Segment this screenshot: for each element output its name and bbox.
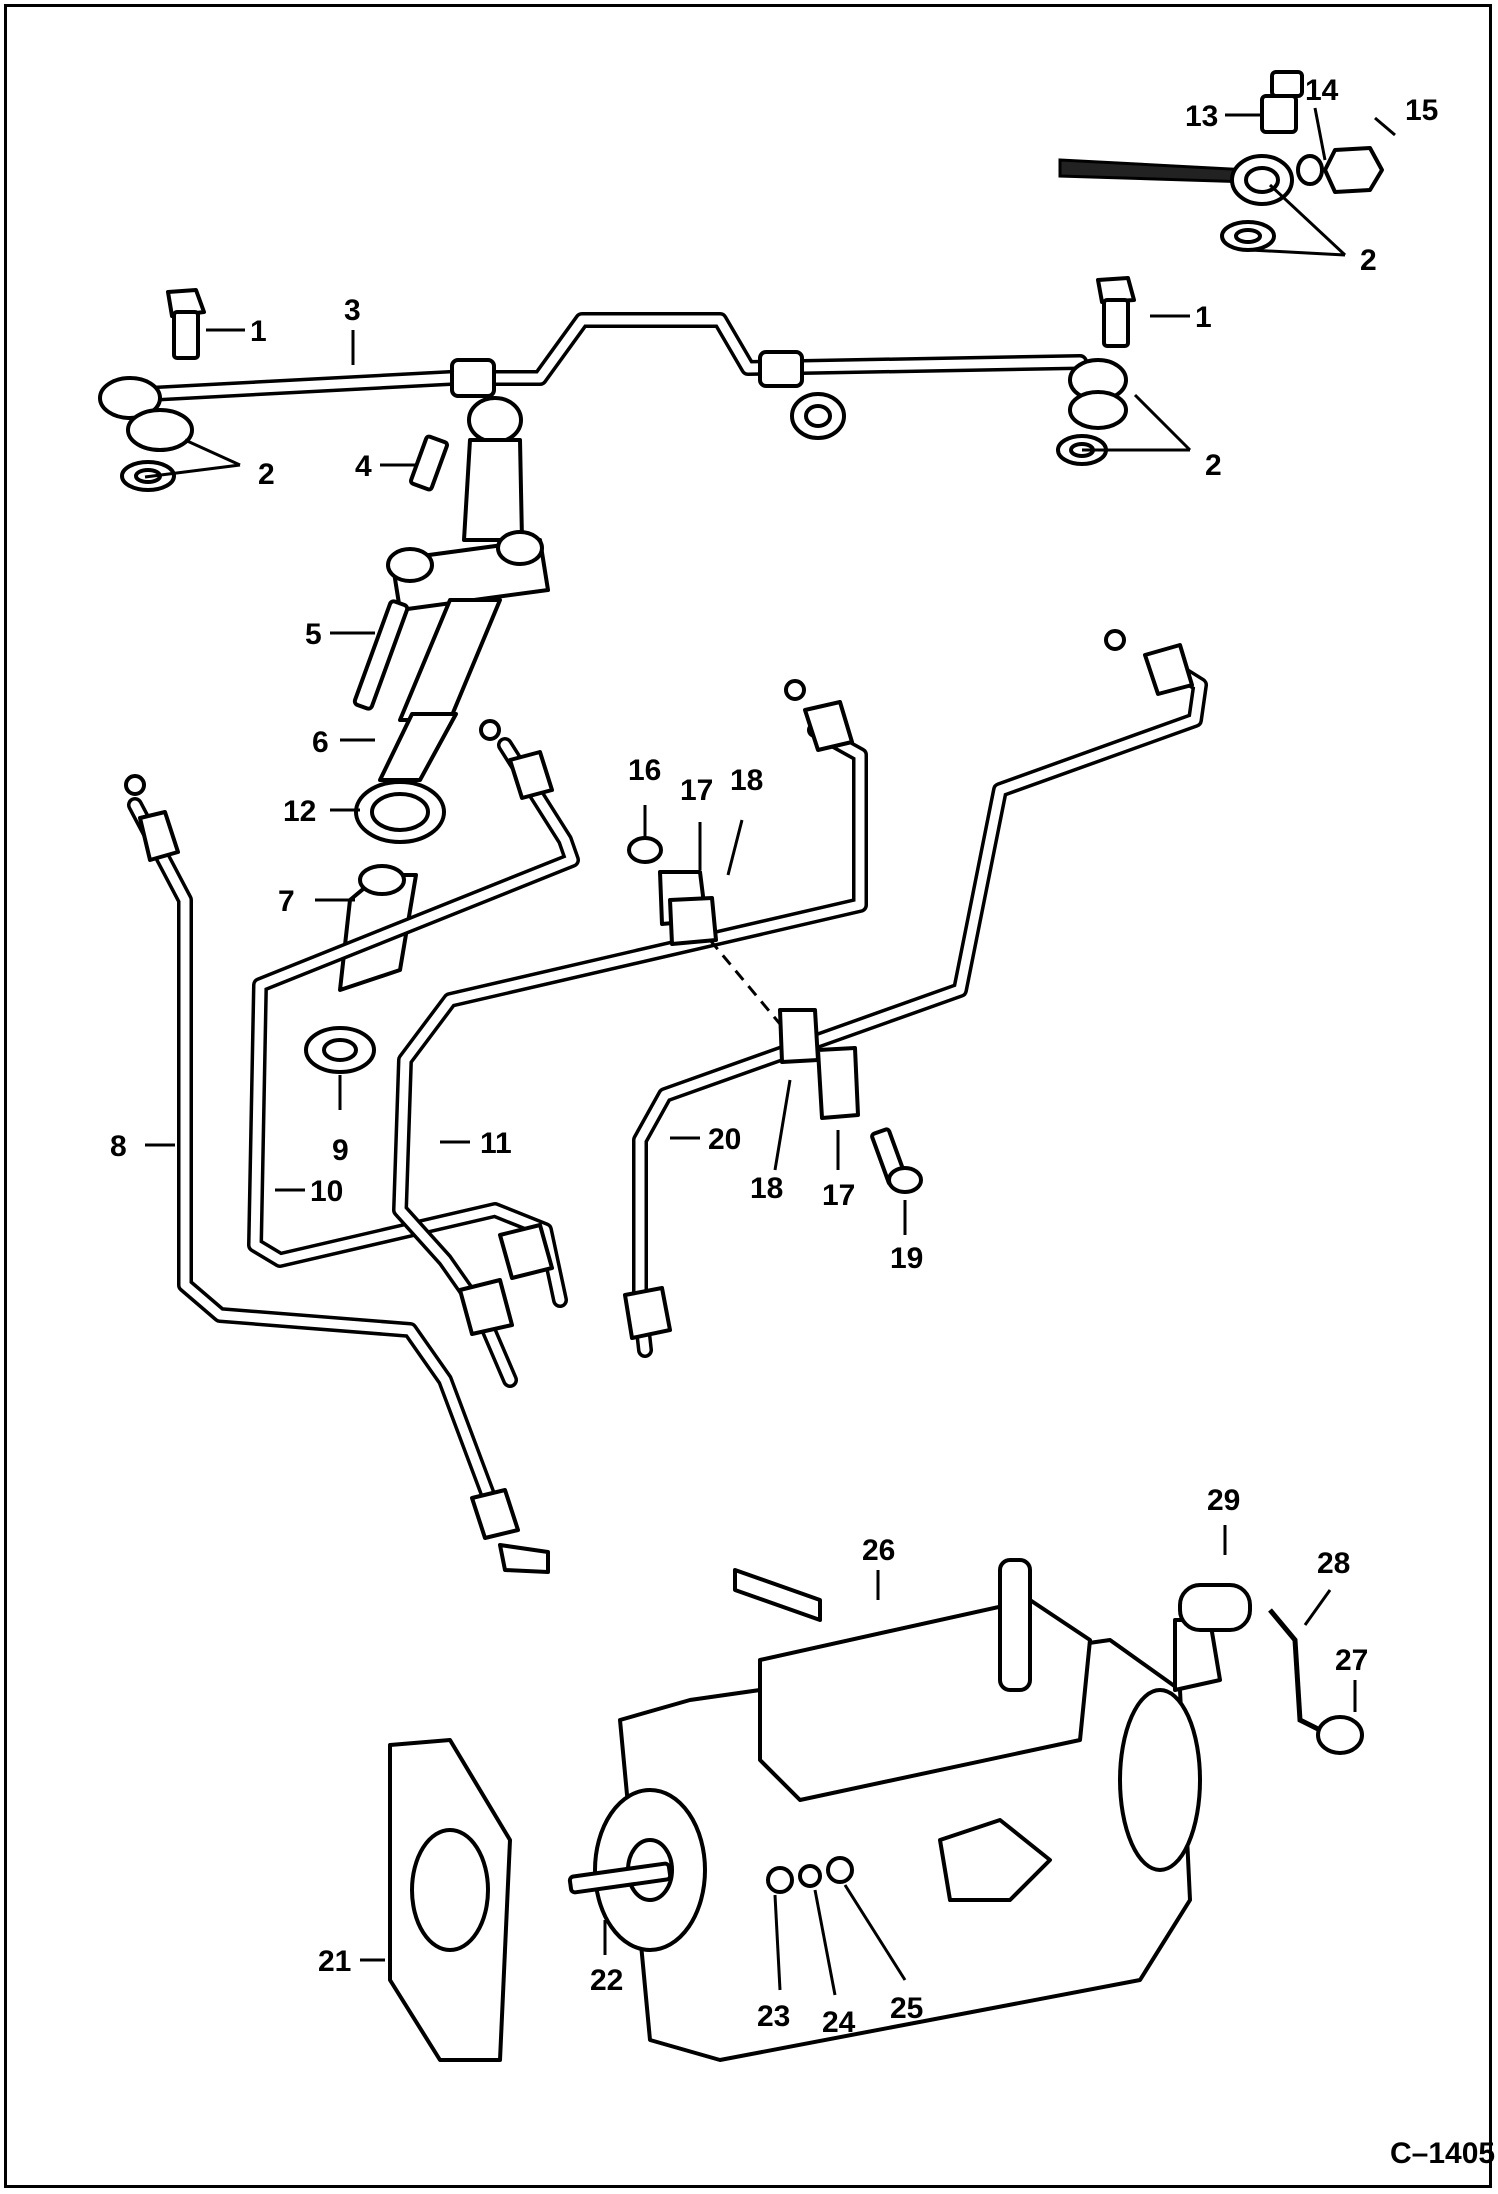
injector-pipe-10	[247, 719, 580, 1308]
callout-6: 6	[312, 726, 329, 759]
injection-pump	[388, 1558, 1364, 2062]
callout-27: 27	[1335, 1644, 1368, 1677]
callout-11: 11	[480, 1127, 512, 1160]
injector-pipe-8	[124, 774, 550, 1574]
callout-2-left: 2	[258, 458, 275, 491]
banjo-bolt-left	[98, 288, 206, 492]
callout-13: 13	[1185, 100, 1218, 133]
callout-2-right: 2	[1205, 449, 1222, 482]
callout-1-left: 1	[250, 315, 267, 348]
callout-21: 21	[318, 1945, 351, 1978]
callout-28: 28	[1317, 1547, 1350, 1580]
injector-assembly	[304, 434, 550, 1074]
injector-pipe-11	[392, 679, 868, 1388]
callout-18-top: 18	[730, 764, 763, 797]
diagram-frame	[4, 4, 1492, 2188]
callout-14: 14	[1305, 74, 1339, 107]
callout-26: 26	[862, 1534, 895, 1567]
callout-17-top: 17	[680, 774, 713, 807]
callout-19: 19	[890, 1242, 923, 1275]
callout-4: 4	[355, 450, 372, 483]
callout-24: 24	[822, 2006, 856, 2039]
leak-off-return-line	[122, 312, 1088, 444]
callout-22: 22	[590, 1964, 623, 1997]
callout-5: 5	[305, 618, 322, 651]
callout-23: 23	[757, 2000, 790, 2033]
callout-3: 3	[344, 294, 361, 327]
callout-17-bottom: 17	[822, 1179, 855, 1212]
callout-10: 10	[310, 1175, 343, 1208]
callout-20: 20	[708, 1123, 741, 1156]
injector-pipe-20	[623, 629, 1208, 1358]
figure-code: C–1405	[1390, 2137, 1495, 2170]
callout-7: 7	[278, 885, 295, 918]
callout-16: 16	[628, 754, 661, 787]
callout-29: 29	[1207, 1484, 1240, 1517]
callout-9: 9	[332, 1134, 349, 1167]
leader-lines	[144, 107, 1396, 1996]
callout-25: 25	[890, 1992, 923, 2025]
callout-1-right: 1	[1195, 301, 1212, 334]
callout-2-top: 2	[1360, 244, 1377, 277]
callout-15: 15	[1405, 94, 1438, 127]
pipe-clamp-assembly	[627, 836, 923, 1194]
callout-12: 12	[283, 795, 316, 828]
callout-18-bottom: 18	[750, 1172, 783, 1205]
callout-8: 8	[110, 1130, 127, 1163]
callouts: 1 1 2 2 2 3 4 5 6 12 7 9 8 10 11 20 13 1…	[110, 74, 1495, 2170]
banjo-bolt-right	[1056, 276, 1136, 466]
